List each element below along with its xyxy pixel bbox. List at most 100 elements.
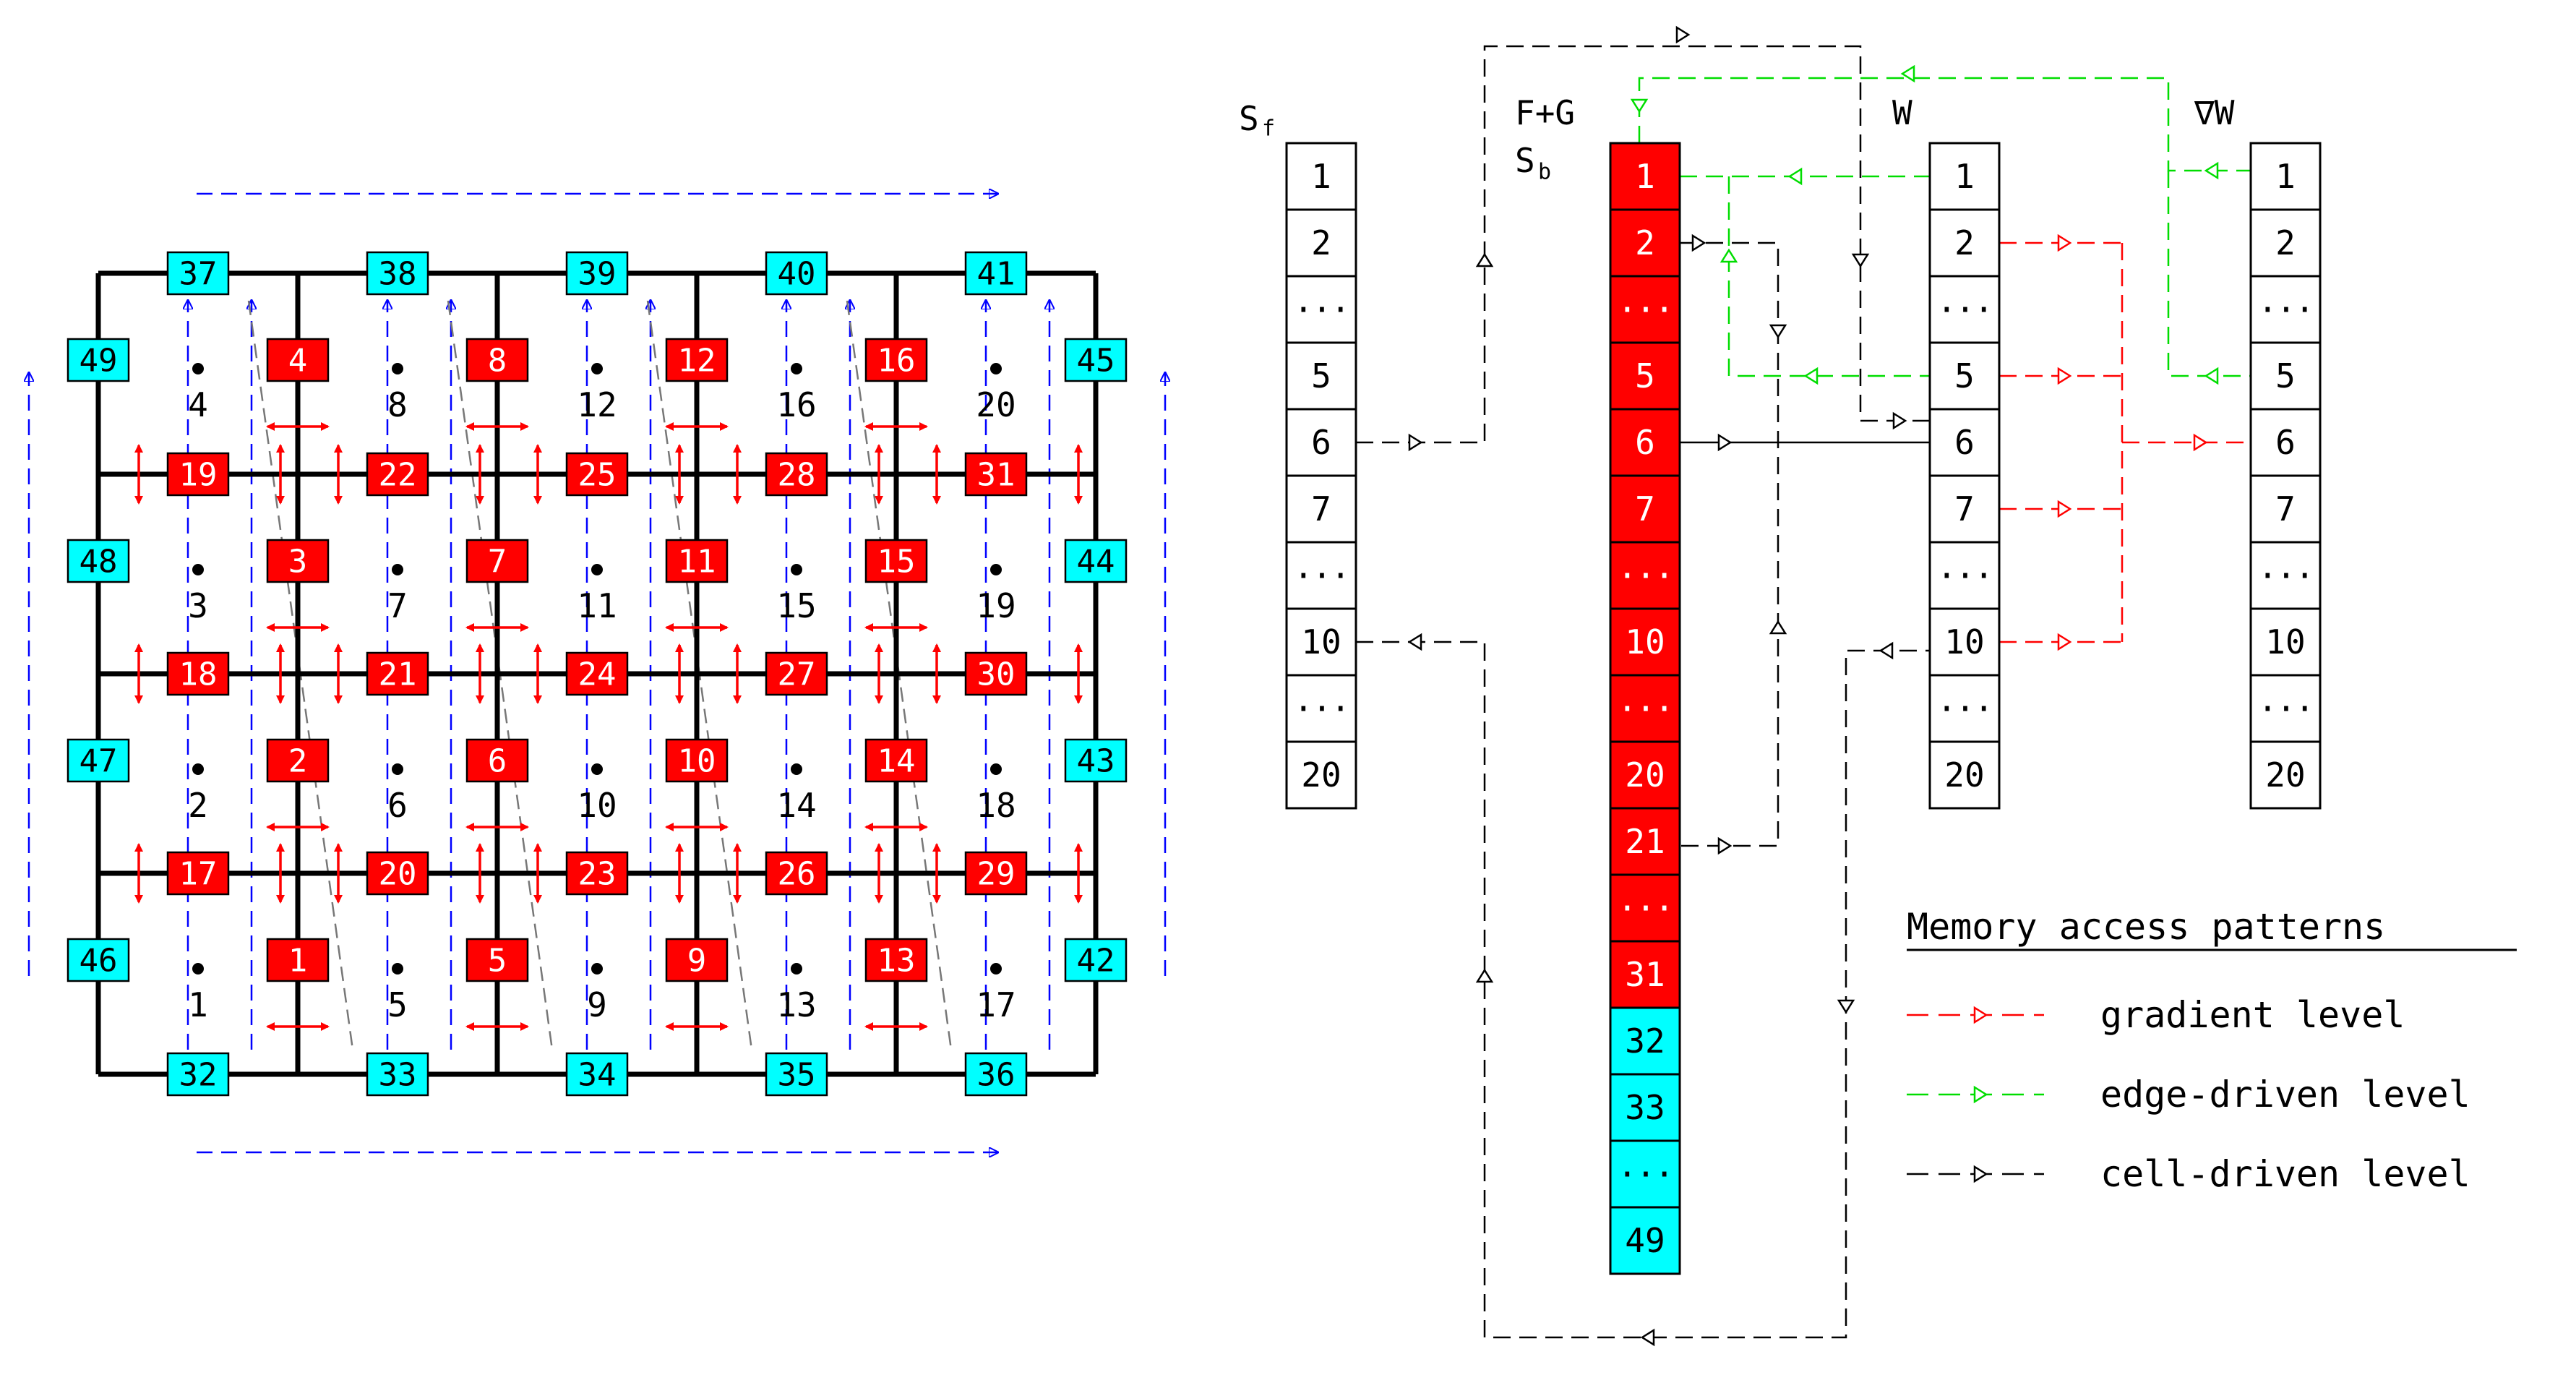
fg-array-cell <box>1609 275 1681 344</box>
face-box-red-label: 21 <box>379 656 417 693</box>
boundary-box-cyan <box>765 251 828 296</box>
w-array-cell <box>1928 607 2001 677</box>
face-box-red-label: 15 <box>877 544 916 581</box>
w-array-cell-label: 2 <box>1954 223 1975 262</box>
fg-array-cell-label: 32 <box>1625 1021 1665 1061</box>
w-array-cell <box>1928 674 2001 743</box>
gradient-arrowhead <box>2057 234 2072 252</box>
boundary-box-cyan-label: 48 <box>80 544 118 581</box>
fg-array-cell-label: 1 <box>1635 157 1655 196</box>
w-title: W <box>1892 93 1912 132</box>
cell-center-dot <box>791 963 802 975</box>
fg-array-cell <box>1609 740 1681 810</box>
cell-number: 11 <box>577 586 617 625</box>
boundary-box-cyan-label: 39 <box>578 256 617 293</box>
fg-array-cell <box>1609 1139 1681 1209</box>
face-box-red-label: 25 <box>578 457 617 494</box>
fg-array-cell <box>1609 807 1681 876</box>
cell-center-dot <box>990 564 1002 575</box>
cell-driven-arrowhead <box>1837 999 1855 1014</box>
face-box-red <box>665 938 729 982</box>
gradw-array-cell-label: 7 <box>2275 489 2296 528</box>
w-array-cell-label: 10 <box>1944 622 1984 661</box>
face-box-red-label: 16 <box>877 343 916 380</box>
sb-title: S <box>1515 141 1535 180</box>
face-box-red <box>366 851 429 896</box>
gradw-array-cell-label: 20 <box>2265 755 2305 794</box>
face-box-red <box>964 651 1028 696</box>
cell-driven-arrowhead <box>1408 433 1423 452</box>
boundary-box-cyan <box>1064 738 1128 783</box>
w-array-cell-label: 5 <box>1954 356 1975 395</box>
face-box-red-label: 6 <box>488 743 507 780</box>
sf-array-cell-label: 10 <box>1301 622 1341 661</box>
face-box-red-label: 27 <box>778 656 816 693</box>
face-box-red-label: 11 <box>678 544 716 581</box>
gradw-array-cell-label: 5 <box>2275 356 2296 395</box>
cell-center-dot <box>192 363 204 374</box>
w-array-cell-label: 7 <box>1954 489 1975 528</box>
sf-array-cell <box>1285 674 1357 743</box>
boundary-box-cyan <box>166 251 230 296</box>
face-box-red <box>266 338 330 382</box>
boundary-box-cyan-label: 35 <box>778 1057 816 1094</box>
w-array-cell-label: ··· <box>1936 689 1992 728</box>
sf-title-sub: f <box>1262 116 1275 142</box>
cell-number: 16 <box>776 385 816 424</box>
edge-driven-arrowhead <box>1720 248 1738 263</box>
gradw-array-cell <box>2249 208 2322 278</box>
cell-center-dot <box>791 564 802 575</box>
boundary-box-cyan <box>366 1052 429 1097</box>
cell-center-dot <box>392 963 403 975</box>
sf-array-cell <box>1285 474 1357 544</box>
fg-array-cell-label: ··· <box>1617 556 1673 595</box>
cell-driven-path <box>1356 45 1930 444</box>
face-box-red-label: 28 <box>778 457 816 494</box>
gradw-array-cell-label: 1 <box>2275 157 2296 196</box>
sb-title-sub: b <box>1538 160 1551 185</box>
gradw-array-cell-label: ··· <box>2257 556 2313 595</box>
cell-number: 20 <box>976 385 1016 424</box>
fg-array-cell <box>1609 341 1681 411</box>
gradw-array-cell <box>2249 341 2322 411</box>
cell-number: 4 <box>188 385 208 424</box>
face-box-red-label: 5 <box>488 943 507 980</box>
cell-driven-arrowhead <box>1717 836 1733 855</box>
face-box-red <box>665 338 729 382</box>
cell-number: 3 <box>188 586 208 625</box>
face-box-red <box>565 452 629 497</box>
w-array-cell <box>1928 740 2001 810</box>
sf-array-cell-label: 1 <box>1311 157 1331 196</box>
cell-center-dot <box>990 363 1002 374</box>
cell-number: 6 <box>387 786 408 825</box>
legend-label: gradient level <box>2100 994 2405 1036</box>
face-box-red-label: 1 <box>288 943 308 980</box>
cell-number: 8 <box>387 385 408 424</box>
cell-number: 12 <box>577 385 617 424</box>
fg-array-cell-label: 49 <box>1625 1221 1665 1260</box>
cell-driven-arrowhead <box>1851 253 1870 268</box>
fg-array-cell-label: 31 <box>1625 955 1665 994</box>
boundary-box-cyan-label: 44 <box>1077 544 1115 581</box>
cell-center-dot <box>990 763 1002 775</box>
face-box-red <box>366 651 429 696</box>
gradient-arrowhead <box>2057 500 2072 518</box>
face-box-red <box>864 539 928 583</box>
face-box-red <box>964 851 1028 896</box>
fg-title: F+G <box>1515 93 1575 132</box>
gradw-array-cell <box>2249 142 2322 211</box>
cell-number: 15 <box>776 586 816 625</box>
edge-driven-arrowhead <box>1900 64 1915 83</box>
cell-center-dot <box>192 564 204 575</box>
gradient-arrowhead <box>2057 367 2072 385</box>
face-box-red <box>864 938 928 982</box>
edge-driven-arrowhead <box>1803 367 1819 385</box>
edge-driven-arrowhead <box>2204 367 2219 385</box>
face-box-red <box>166 651 230 696</box>
boundary-box-cyan-label: 43 <box>1077 743 1115 780</box>
boundary-box-cyan <box>964 251 1028 296</box>
legend-title: Memory access patterns <box>1907 906 2385 948</box>
cell-number: 18 <box>976 786 1016 825</box>
fg-array-cell-label: ··· <box>1617 290 1673 329</box>
